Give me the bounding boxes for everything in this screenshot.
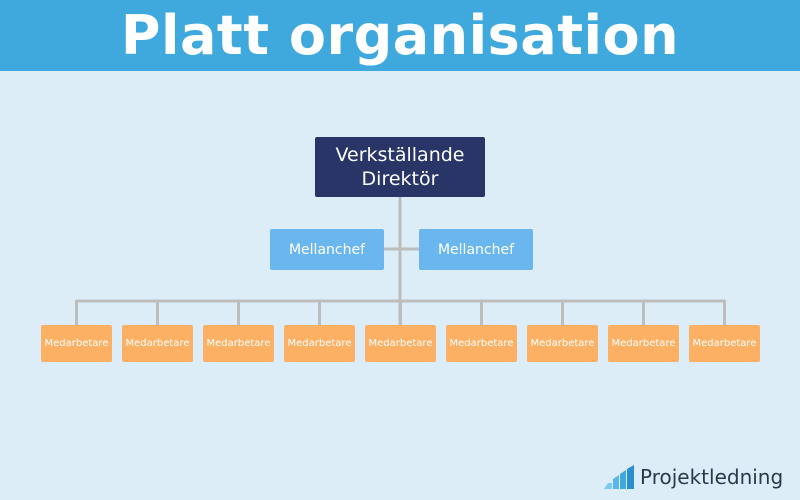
manager-label: Mellanchef [437,241,515,258]
employee-box: Medarbetare [527,325,598,362]
employee-label: Medarbetare [530,338,595,349]
brand-name: Projektledning [640,465,784,489]
manager-box: Mellanchef [270,229,384,270]
employee-box: Medarbetare [365,325,436,362]
employee-box: Medarbetare [689,325,760,362]
employee-box: Medarbetare [41,325,112,362]
employee-label: Medarbetare [44,338,109,349]
employee-box: Medarbetare [122,325,193,362]
bar-chart-logo-icon [604,465,634,489]
employee-box: Medarbetare [446,325,517,362]
employee-label: Medarbetare [206,338,271,349]
employee-label: Medarbetare [692,338,757,349]
employee-label: Medarbetare [368,338,433,349]
brand-logo: Projektledning [604,461,783,489]
employee-box: Medarbetare [284,325,355,362]
ceo-box: Verkställande Direktör [315,137,485,197]
employee-label: Medarbetare [287,338,352,349]
header-bar: Platt organisation [0,0,800,71]
ceo-label: Verkställande Direktör [335,144,465,190]
manager-box: Mellanchef [419,229,533,270]
employee-label: Medarbetare [125,338,190,349]
employee-label: Medarbetare [611,338,676,349]
employee-label: Medarbetare [449,338,514,349]
manager-label: Mellanchef [288,241,366,258]
employee-box: Medarbetare [608,325,679,362]
employee-box: Medarbetare [203,325,274,362]
page-title: Platt organisation [120,3,680,67]
